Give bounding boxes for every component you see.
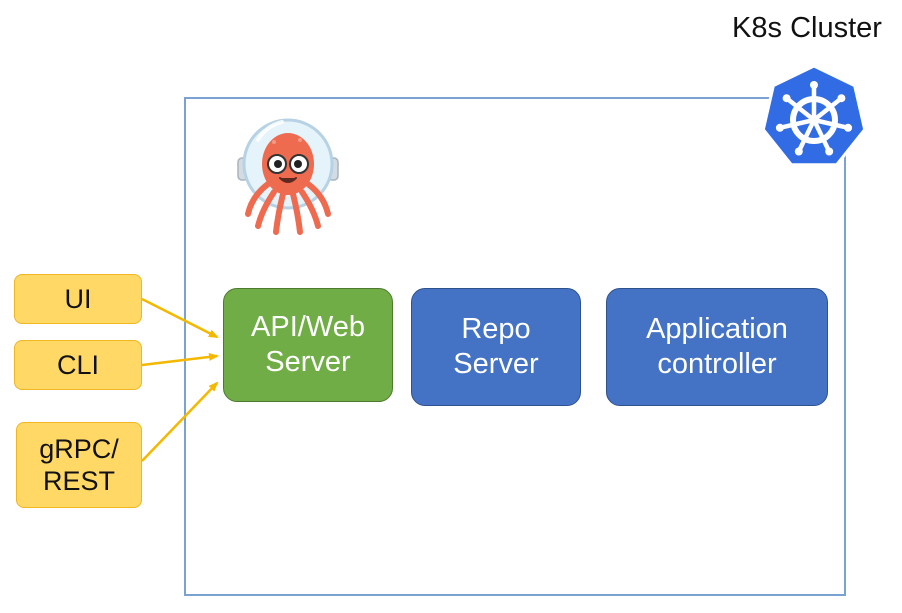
component-label-line2: Server [453, 348, 539, 380]
client-label-line1: gRPC/ [39, 433, 119, 464]
repo-server-box: Repo Server [411, 288, 581, 406]
client-label: UI [64, 283, 92, 314]
client-label: CLI [56, 349, 100, 380]
component-label-line1: Application [646, 313, 788, 346]
application-controller-box: Application controller [606, 288, 828, 406]
cluster-frame [184, 97, 846, 596]
client-box-ui: UI [14, 274, 142, 324]
client-label-line2: REST [42, 466, 115, 496]
client-box-grpc-rest: gRPC/ REST [16, 422, 142, 508]
component-label-line1: API/Web [251, 311, 365, 344]
component-label-line2: Server [265, 346, 351, 378]
cluster-title: K8s Cluster [732, 12, 882, 44]
api-web-server-box: API/Web Server [223, 288, 393, 402]
client-box-cli: CLI [14, 340, 142, 390]
component-label-line2: controller [657, 348, 777, 380]
component-label-line1: Repo [461, 313, 531, 346]
